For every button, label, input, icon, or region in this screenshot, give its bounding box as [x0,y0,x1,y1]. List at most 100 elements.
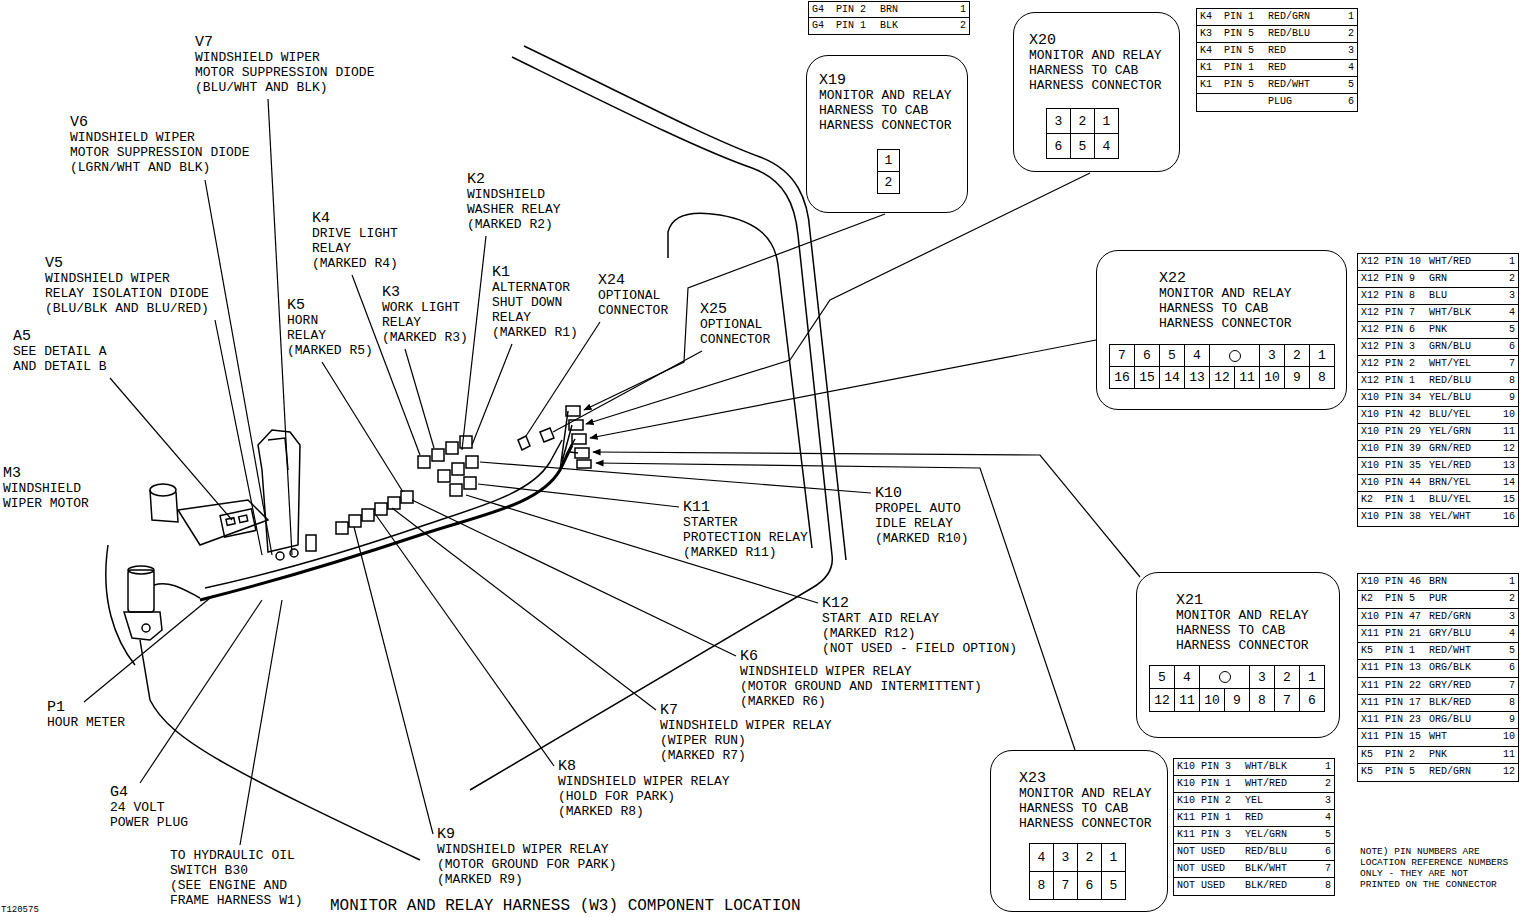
table-cell: X10 [1358,509,1382,526]
callout-text: WIPER MOTOR [3,496,89,511]
table-row: NOT USEDBLK/WHT7 [1174,861,1334,878]
table-row: K5PIN 1RED/WHT5 [1358,643,1518,660]
callout-text: WINDSHIELD [467,187,561,202]
callout-text: (MARKED R9) [437,872,616,887]
designator: V7 [195,35,374,50]
leader-line [472,344,512,445]
table-cell: WHT [1426,729,1496,745]
connector-box: X19MONITOR AND RELAY HARNESS TO CAB HARN… [806,55,968,213]
leader-line [322,362,403,492]
table-cell: K1 [1197,60,1221,76]
table-cell: PIN 9 [1382,271,1426,287]
table-cell: RED [1242,810,1312,826]
pin-number: 5 [1071,134,1095,159]
table-cell: WHT/YEL [1426,356,1496,372]
connector-arrow [590,340,1096,438]
pin-number: 4 [1175,666,1200,689]
table-cell: PIN 29 [1382,424,1426,440]
table-cell: 12 [1496,441,1518,457]
connector-plug [575,448,589,458]
connector-plug [566,406,580,416]
callout-text: (MARKED R6) [740,694,982,709]
table-cell: RED/GRN [1426,764,1496,781]
wiper-motor [128,570,154,612]
table-row: X10PIN 29YEL/GRN11 [1358,424,1518,441]
table-cell: 7 [1496,356,1518,372]
table-row: K5PIN 2PNK11 [1358,747,1518,764]
table-cell: X12 [1358,288,1382,304]
pin-number: 2 [1071,109,1095,134]
table-row: X11PIN 21GRY/BLU4 [1358,626,1518,643]
table-cell: 10 [1496,407,1518,423]
leader-line [240,600,282,845]
table-cell: BLK/WHT [1242,861,1312,877]
table-cell: WHT/BLK [1426,305,1496,321]
pin-number: 8 [1310,367,1335,389]
pin-number: 3 [1250,666,1275,689]
callout-text: IDLE RELAY [875,516,969,531]
callout-text: (MARKED R4) [312,256,398,271]
table-cell: PIN 46 [1382,574,1426,590]
table-cell: K3 [1197,26,1221,42]
table-cell: X12 [1358,305,1382,321]
callout-text: STARTER [683,515,808,530]
pin-number: 13 [1185,367,1210,389]
table-cell: 11 [1496,424,1518,440]
table-cell: X11 [1358,729,1382,745]
relay [362,509,374,521]
table-cell: YEL/GRN [1426,424,1496,440]
relay [388,497,400,509]
key-circle-symbol [1229,350,1241,362]
pin-number: 9 [1285,367,1310,389]
table-cell: PIN 17 [1382,695,1426,711]
table-cell: BRN [877,2,947,17]
table-cell: WHT/RED [1426,254,1496,270]
designator: K4 [312,211,398,226]
pin-number: 8 [1030,872,1054,900]
callout: K9WINDSHIELD WIPER RELAY(MOTOR GROUND FO… [437,827,616,887]
table-cell: 6 [1496,660,1518,676]
callout-text: WINDSHIELD WIPER [195,50,374,65]
table-cell: PIN 34 [1382,390,1426,406]
pin-number: 5 [1102,872,1126,900]
designator: K9 [437,827,616,842]
pin-number: 2 [878,172,900,194]
table-cell: 16 [1496,509,1518,526]
table-cell: K2 [1358,492,1382,508]
table-cell: PIN 5 [1221,43,1265,59]
drawing-number: T120575 [1,905,39,915]
table-cell: RED [1265,43,1335,59]
pin-grid: 543211211109876 [1149,665,1325,712]
callout-text: WINDSHIELD WIPER RELAY [740,664,982,679]
table-cell: X10 [1358,475,1382,491]
table-cell: PIN 1 [1382,373,1426,389]
table-cell: 7 [1496,678,1518,694]
table-cell: 2 [1335,26,1357,42]
table-cell: 10 [1496,729,1518,745]
table-cell: K10 [1174,793,1198,809]
designator: G4 [110,785,188,800]
table-cell: 8 [1496,373,1518,389]
cab-pillar [524,46,846,560]
callout-text: (BLU/WHT AND BLK) [195,80,374,95]
callout-text: RELAY [382,315,468,330]
harness [205,440,562,588]
note-text: LOCATION REFERENCE NUMBERS [1360,857,1508,868]
table-cell: GRY/BLU [1426,626,1496,642]
table-cell: 13 [1496,458,1518,474]
leader-line [215,320,262,555]
callout: K11STARTERPROTECTION RELAY(MARKED R11) [683,500,808,560]
table-cell: X12 [1358,373,1382,389]
table-cell: 6 [1496,339,1518,355]
table-cell: PLUG [1265,94,1335,111]
callout-text: (MARKED R12) [822,626,1017,641]
callout-text: WINDSHIELD WIPER RELAY [437,842,616,857]
table-cell: X10 [1358,424,1382,440]
table-cell: X12 [1358,271,1382,287]
table-cell: 5 [1335,77,1357,93]
table-cell: GRN [1426,271,1496,287]
table-row: X10PIN 39GRN/RED12 [1358,441,1518,458]
leader-line [466,495,818,603]
pin-grid: 43218765 [1029,843,1126,900]
callout-text: TO HYDRAULIC OIL [170,848,303,863]
